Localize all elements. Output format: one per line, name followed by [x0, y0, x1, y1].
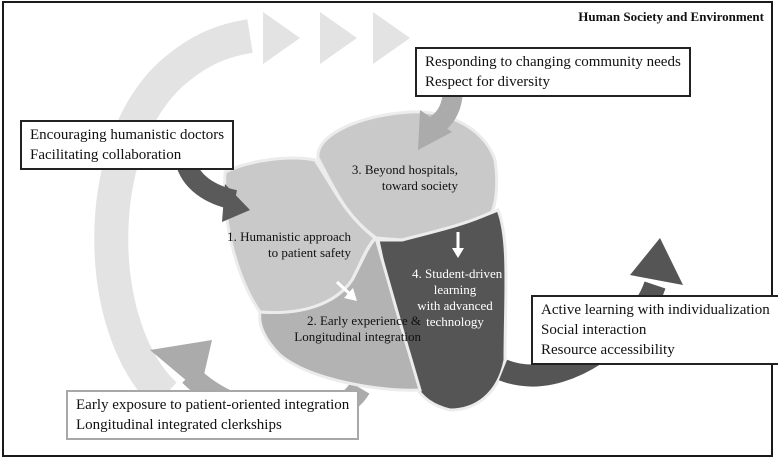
- segment-4-line-4: technology: [426, 314, 484, 329]
- humanistic-line-2: Facilitating collaboration: [30, 147, 182, 163]
- environment-frame: [2, 1, 773, 457]
- segment-1-label: 1. Humanistic approach to patient safety: [227, 229, 351, 261]
- segment-3-label: 3. Beyond hospitals, toward society: [352, 162, 458, 194]
- core-heart: [223, 110, 508, 412]
- early-exposure-box: Early exposure to patient-oriented integ…: [66, 390, 360, 440]
- outer-cycle-chevron-2: [320, 12, 357, 64]
- active-learning-line-3: Resource accessibility: [541, 342, 675, 358]
- active-learning-line-2: Social interaction: [541, 322, 647, 338]
- segment-2-line-2: Longitudinal integration: [294, 329, 421, 344]
- humanistic-arrowhead: [222, 184, 250, 222]
- active-learning-arrowhead: [630, 238, 683, 285]
- early-exposure-line-2: Longitudinal integrated clerkships: [76, 417, 282, 433]
- segment-4-line-2: learning: [433, 282, 477, 297]
- early-exposure-line-1: Early exposure to patient-oriented integ…: [76, 397, 350, 413]
- segment-1-line-2: to patient safety: [267, 245, 351, 260]
- segment-1-line-1: 1. Humanistic approach: [227, 229, 351, 244]
- active-learning-box: Active learning with individualization S…: [531, 295, 778, 365]
- humanistic-line-1: Encouraging humanistic doctors: [30, 127, 225, 143]
- frame-title: Human Society and Environment: [578, 9, 764, 24]
- inner-arrow-1-to-2: [335, 280, 357, 301]
- segment-4-line-1: 4. Student-driven: [412, 266, 503, 281]
- segment-4-line-3: with advanced: [417, 298, 493, 313]
- community-needs-line-1: Responding to changing community needs: [425, 54, 681, 70]
- segment-4-label: 4. Student-driven learning with advanced…: [412, 266, 503, 330]
- outer-cycle-chevron-1: [263, 12, 300, 64]
- community-arrowhead: [418, 110, 452, 150]
- humanistic-doctors-box: Encouraging humanistic doctors Facilitat…: [20, 120, 235, 170]
- outer-cycle-chevron-3: [373, 12, 410, 64]
- community-needs-line-2: Respect for diversity: [425, 74, 550, 90]
- inner-arrow-3-to-4: [452, 232, 464, 258]
- segment-3-shape: [316, 110, 499, 242]
- segment-3-line-1: 3. Beyond hospitals,: [351, 162, 458, 177]
- segment-2-line-1: 2. Early experience &: [306, 313, 421, 328]
- segment-3-line-2: toward society: [381, 178, 458, 193]
- segment-2-label: 2. Early experience & Longitudinal integ…: [294, 313, 421, 345]
- early-exposure-arrowhead: [150, 340, 212, 392]
- active-learning-line-1: Active learning with individualization: [541, 302, 770, 318]
- community-needs-box: Responding to changing community needs R…: [415, 47, 691, 97]
